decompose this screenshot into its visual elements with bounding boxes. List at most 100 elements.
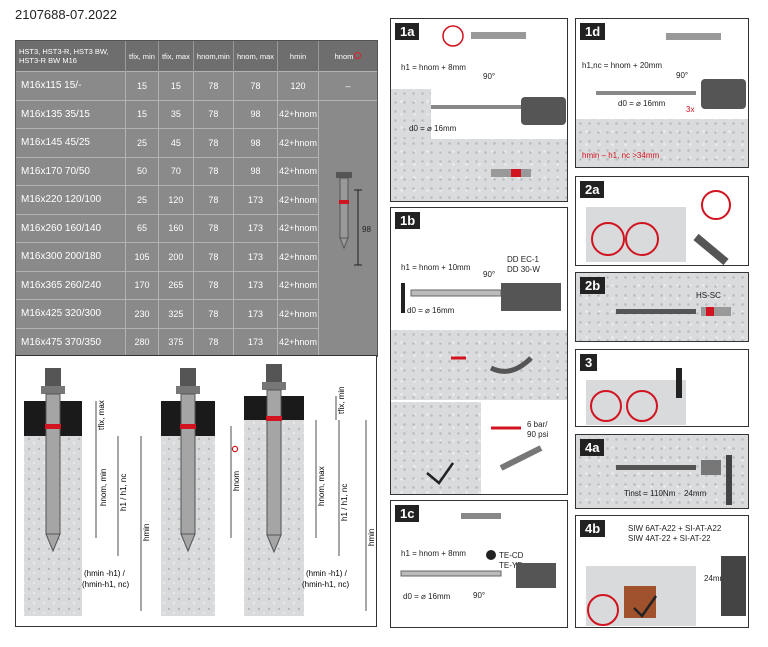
h1-label-1: h1 / h1, nc (119, 474, 128, 511)
step-4a-panel: 4a Tinst = 110Nm 24mm (575, 434, 749, 509)
hmin-h1-label-1: (hmin -h1) / (84, 569, 126, 578)
step-1c-panel: 1c h1 = hnom + 8mm TE-CD TE-YD d0 = ⌀ 16… (390, 500, 568, 628)
document-id: 2107688-07.2022 (15, 7, 117, 22)
cell-tfix-max: 375 (158, 327, 194, 356)
cell-name: M16x170 70/50 (16, 156, 126, 186)
hmin-h1-label-2: (hmin -h1) / (306, 569, 348, 578)
cell-tfix-min: 65 (125, 213, 159, 243)
anchor-small-illustration: 98 (336, 172, 371, 266)
cell-hnom-max: 98 (233, 156, 279, 186)
cell-hnom-min: 78 (193, 213, 234, 243)
cell-hnom-max: 173 (233, 270, 279, 300)
step-4b-wrench-label: 24mm (704, 574, 727, 583)
step-1c-tool1: TE-CD (499, 551, 524, 560)
hnom-red-ring-icon (231, 445, 239, 453)
step-2a-panel: 2a (575, 176, 749, 266)
dim-98-label: 98 (362, 225, 371, 234)
step-4b-tool2: SIW 4AT-22 + SI-AT-22 (628, 534, 711, 543)
step-1a-h1-label: h1 = hnom + 8mm (401, 63, 466, 72)
cell-tfix-min: 230 (125, 299, 159, 328)
step-1b-badge: 1b (395, 212, 421, 229)
cell-tfix-min: 105 (125, 242, 159, 271)
step-2b-badge: 2b (580, 277, 606, 294)
cell-hnom: – (318, 71, 377, 100)
h1-label-2: h1 / h1, nc (340, 484, 349, 521)
cell-hnom-min: 78 (193, 327, 234, 356)
cell-hnom-min: 78 (193, 299, 234, 328)
cell-tfix-max: 45 (158, 128, 194, 157)
cell-name: M16x115 15/- (16, 71, 126, 100)
step-4a-badge: 4a (580, 439, 605, 456)
step-1b-tool2: DD 30-W (507, 265, 540, 274)
step-2a-badge: 2a (580, 181, 605, 198)
step-1b-angle-label: 90° (483, 270, 496, 279)
step-4b-badge: 4b (580, 520, 606, 537)
anchor-1 (41, 368, 65, 553)
cell-hnom-min: 78 (193, 128, 234, 157)
concrete-section (576, 119, 748, 167)
cell-hmin: 42+hnom (277, 213, 319, 243)
step-4b-illustration (586, 556, 746, 626)
step-1d-angle-label: 90° (676, 71, 689, 80)
anchor-3 (262, 364, 286, 554)
cell-tfix-max: 120 (158, 185, 194, 214)
cell-name: M16x260 160/140 (16, 213, 126, 243)
step-1d-badge: 1d (580, 23, 606, 40)
cell-hnom-max: 98 (233, 99, 279, 129)
cell-name: M16x220 120/100 (16, 185, 126, 214)
concrete-section (391, 402, 481, 494)
step-2a-illustration (586, 190, 731, 265)
cell-tfix-max: 265 (158, 270, 194, 300)
step-1b-pressure1: 6 bar/ (527, 420, 548, 429)
cell-tfix-min: 15 (125, 99, 159, 129)
cell-tfix-min: 50 (125, 156, 159, 186)
step-1a-d0-label: d0 = ⌀ 16mm (409, 124, 457, 133)
cell-hnom-min: 78 (193, 242, 234, 271)
hmin-h1nc-label-2: (hmin-h1, nc) (302, 580, 349, 589)
step-2b-panel: 2b HS-SC (575, 272, 749, 342)
step-1b-pressure2: 90 psi (527, 430, 549, 439)
cell-name: M16x300 200/180 (16, 242, 126, 271)
step-4b-panel: 4b SIW 6AT-A22 + SI-AT-A22 SIW 4AT-22 + … (575, 515, 749, 628)
step-1b-tool1: DD EC-1 (507, 255, 540, 264)
col-hnom-max: hnom, max (233, 41, 279, 72)
step-3-panel: 3 (575, 349, 749, 427)
cell-name: M16x365 260/240 (16, 270, 126, 300)
step-1c-tool2: TE-YD (499, 561, 523, 570)
step-1b-d0-label: d0 = ⌀ 16mm (407, 306, 455, 315)
cell-tfix-min: 25 (125, 128, 159, 157)
step-1b-illustration (401, 283, 561, 485)
cell-tfix-max: 325 (158, 299, 194, 328)
hmin-label-2: hmin (367, 529, 376, 546)
col-tfix-max: tfix, max (158, 41, 194, 72)
cell-tfix-min: 170 (125, 270, 159, 300)
step-3-badge: 3 (580, 354, 598, 371)
cell-name: M16x425 320/300 (16, 299, 126, 328)
red-ring-icon (354, 51, 362, 59)
cell-hmin: 42+hnom (277, 99, 319, 129)
step-1c-illustration (400, 513, 556, 588)
step-1c-d0-label: d0 = ⌀ 16mm (403, 592, 451, 601)
col-hnom: hnom (318, 41, 377, 72)
step-2b-tool-label: HS-SC (696, 291, 721, 300)
cell-hnom-min: 78 (193, 156, 234, 186)
cell-tfix-min: 25 (125, 185, 159, 214)
tfix-max-label-1: tfix, max (97, 400, 106, 430)
col-hmin: hmin (277, 41, 319, 72)
cell-hnom-min: 78 (193, 71, 234, 100)
step-4a-torque-label: Tinst = 110Nm (624, 489, 676, 498)
step-1a-angle-label: 90° (483, 72, 496, 81)
tfix-min-label: tfix, min (337, 386, 346, 414)
cell-hmin: 42+hnom (277, 270, 319, 300)
cell-tfix-min: 15 (125, 71, 159, 100)
hmin-label-1: hmin (142, 524, 151, 541)
step-1a-badge: 1a (395, 23, 420, 40)
cell-hmin: 42+hnom (277, 299, 319, 328)
cell-hmin: 42+hnom (277, 242, 319, 271)
cell-hnom-max: 98 (233, 128, 279, 157)
